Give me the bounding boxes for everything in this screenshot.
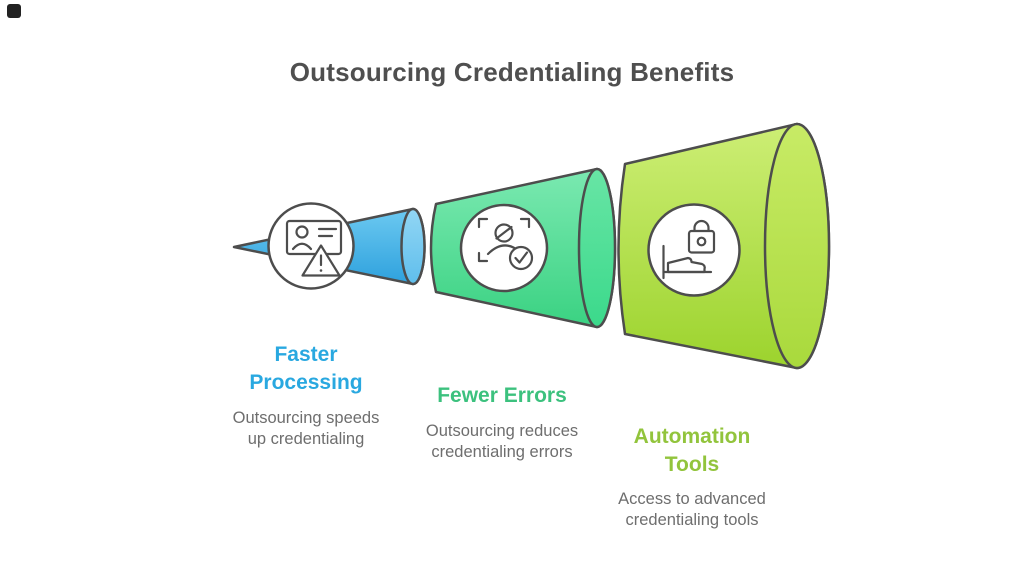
bed-mattress: [666, 256, 706, 274]
scan-bracket-top-left: [477, 217, 489, 229]
lock-keyhole: [696, 236, 707, 247]
warning-exclamation-dot: [319, 269, 323, 272]
benefit-description: Access to advanced credentialing tools: [618, 490, 766, 529]
id-card-photo-head: [295, 225, 309, 239]
id-card-outline: [285, 219, 343, 256]
lock-shackle: [693, 219, 710, 233]
identity-check-icon: [459, 203, 549, 293]
benefit-title: Automation Tools: [633, 425, 751, 476]
id-card-photo-shoulders: [291, 242, 313, 251]
person-head: [494, 223, 514, 243]
benefit-description: Outsourcing speeds up credentialing: [232, 409, 380, 448]
scan-bracket-top-right: [519, 217, 531, 229]
check-mark: [514, 251, 529, 264]
check-circle-icon: [508, 245, 534, 271]
lock-bed-icon: [647, 203, 741, 297]
lock-body: [687, 229, 716, 254]
benefit-fewer-errors: Fewer Errors Outsourcing reduces credent…: [412, 382, 592, 461]
cone-blue-cap: [400, 207, 426, 286]
page-title: Outsourcing Credentialing Benefits: [289, 57, 735, 87]
benefit-faster-processing: Faster Processing Outsourcing speeds up …: [216, 341, 396, 448]
benefit-automation-tools: Automation Tools Access to advanced cred…: [602, 423, 782, 529]
scan-bracket-bottom-left: [477, 251, 489, 263]
person-head-slash: [495, 225, 513, 240]
cone-green-cap: [577, 167, 617, 329]
corner-mark: [7, 4, 21, 18]
benefit-description: Outsourcing reduces credentialing errors: [425, 422, 579, 461]
id-card-alert-icon: [267, 202, 355, 290]
benefit-title: Faster Processing: [249, 343, 363, 394]
benefit-title: Fewer Errors: [437, 384, 567, 407]
cone-lime-cap: [763, 122, 831, 370]
icon-circle: [459, 203, 549, 293]
